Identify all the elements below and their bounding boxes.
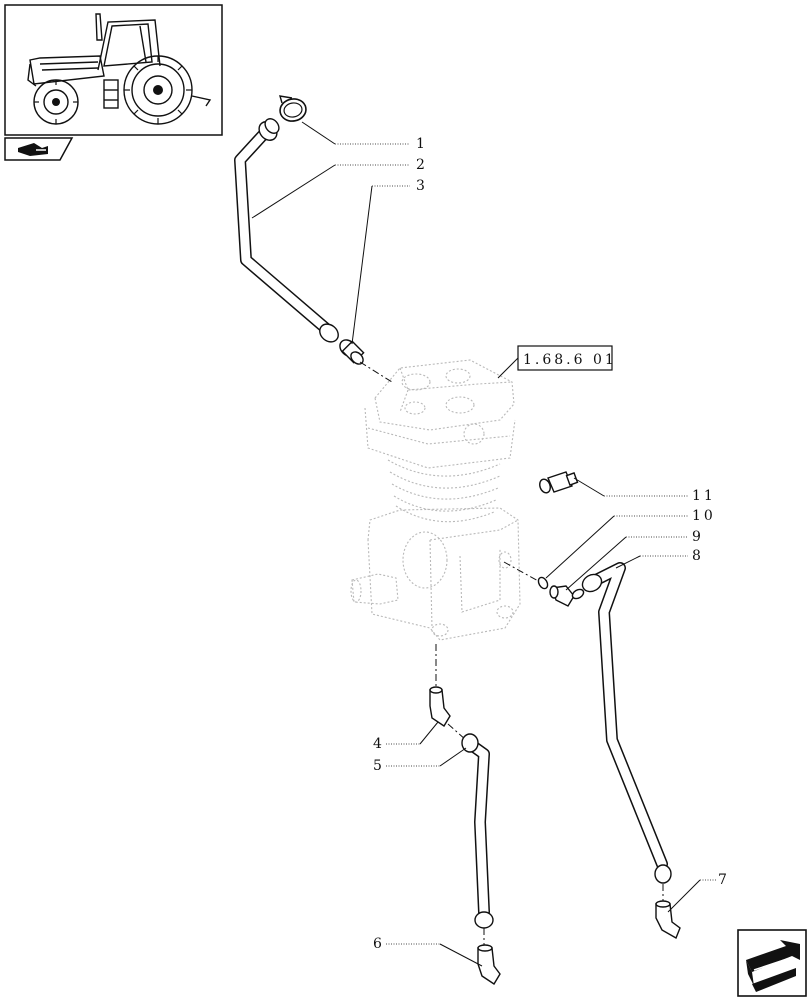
callout-11[interactable]: 11 xyxy=(692,488,716,504)
callout-leaders xyxy=(251,121,716,967)
elbow-fitting-right xyxy=(655,900,681,940)
elbow-fitting-upper xyxy=(549,585,585,607)
sealing-washer xyxy=(537,576,549,590)
air-compressor-ghost xyxy=(350,359,521,641)
reference-box[interactable]: 1.68.6 01 xyxy=(497,345,617,379)
elbow-fitting-4 xyxy=(429,686,451,727)
upper-pipe xyxy=(234,118,339,343)
callout-7[interactable]: 7 xyxy=(718,872,730,888)
elbow-fitting-6 xyxy=(477,944,501,985)
callout-labels: 1 2 3 4 5 6 7 8 9 10 11 xyxy=(373,136,730,952)
right-pipe xyxy=(581,562,672,884)
next-page-arrow-icon[interactable] xyxy=(737,929,807,997)
section-folder-icon[interactable] xyxy=(4,137,74,161)
hose-clamp xyxy=(279,95,307,122)
callout-8[interactable]: 8 xyxy=(692,548,704,564)
callout-10[interactable]: 10 xyxy=(692,508,716,524)
callout-6[interactable]: 6 xyxy=(373,936,385,952)
callout-5[interactable]: 5 xyxy=(373,758,385,774)
callout-9[interactable]: 9 xyxy=(692,529,704,545)
callout-1[interactable]: 1 xyxy=(416,136,428,152)
lower-pipe xyxy=(461,733,494,929)
callout-2[interactable]: 2 xyxy=(416,157,428,173)
reference-label: 1.68.6 01 xyxy=(523,352,617,368)
tractor-thumbnail-icon[interactable] xyxy=(4,4,223,136)
plug-fitting xyxy=(539,471,579,494)
callout-4[interactable]: 4 xyxy=(373,736,385,752)
union-fitting xyxy=(339,339,365,365)
callout-3[interactable]: 3 xyxy=(416,178,428,194)
